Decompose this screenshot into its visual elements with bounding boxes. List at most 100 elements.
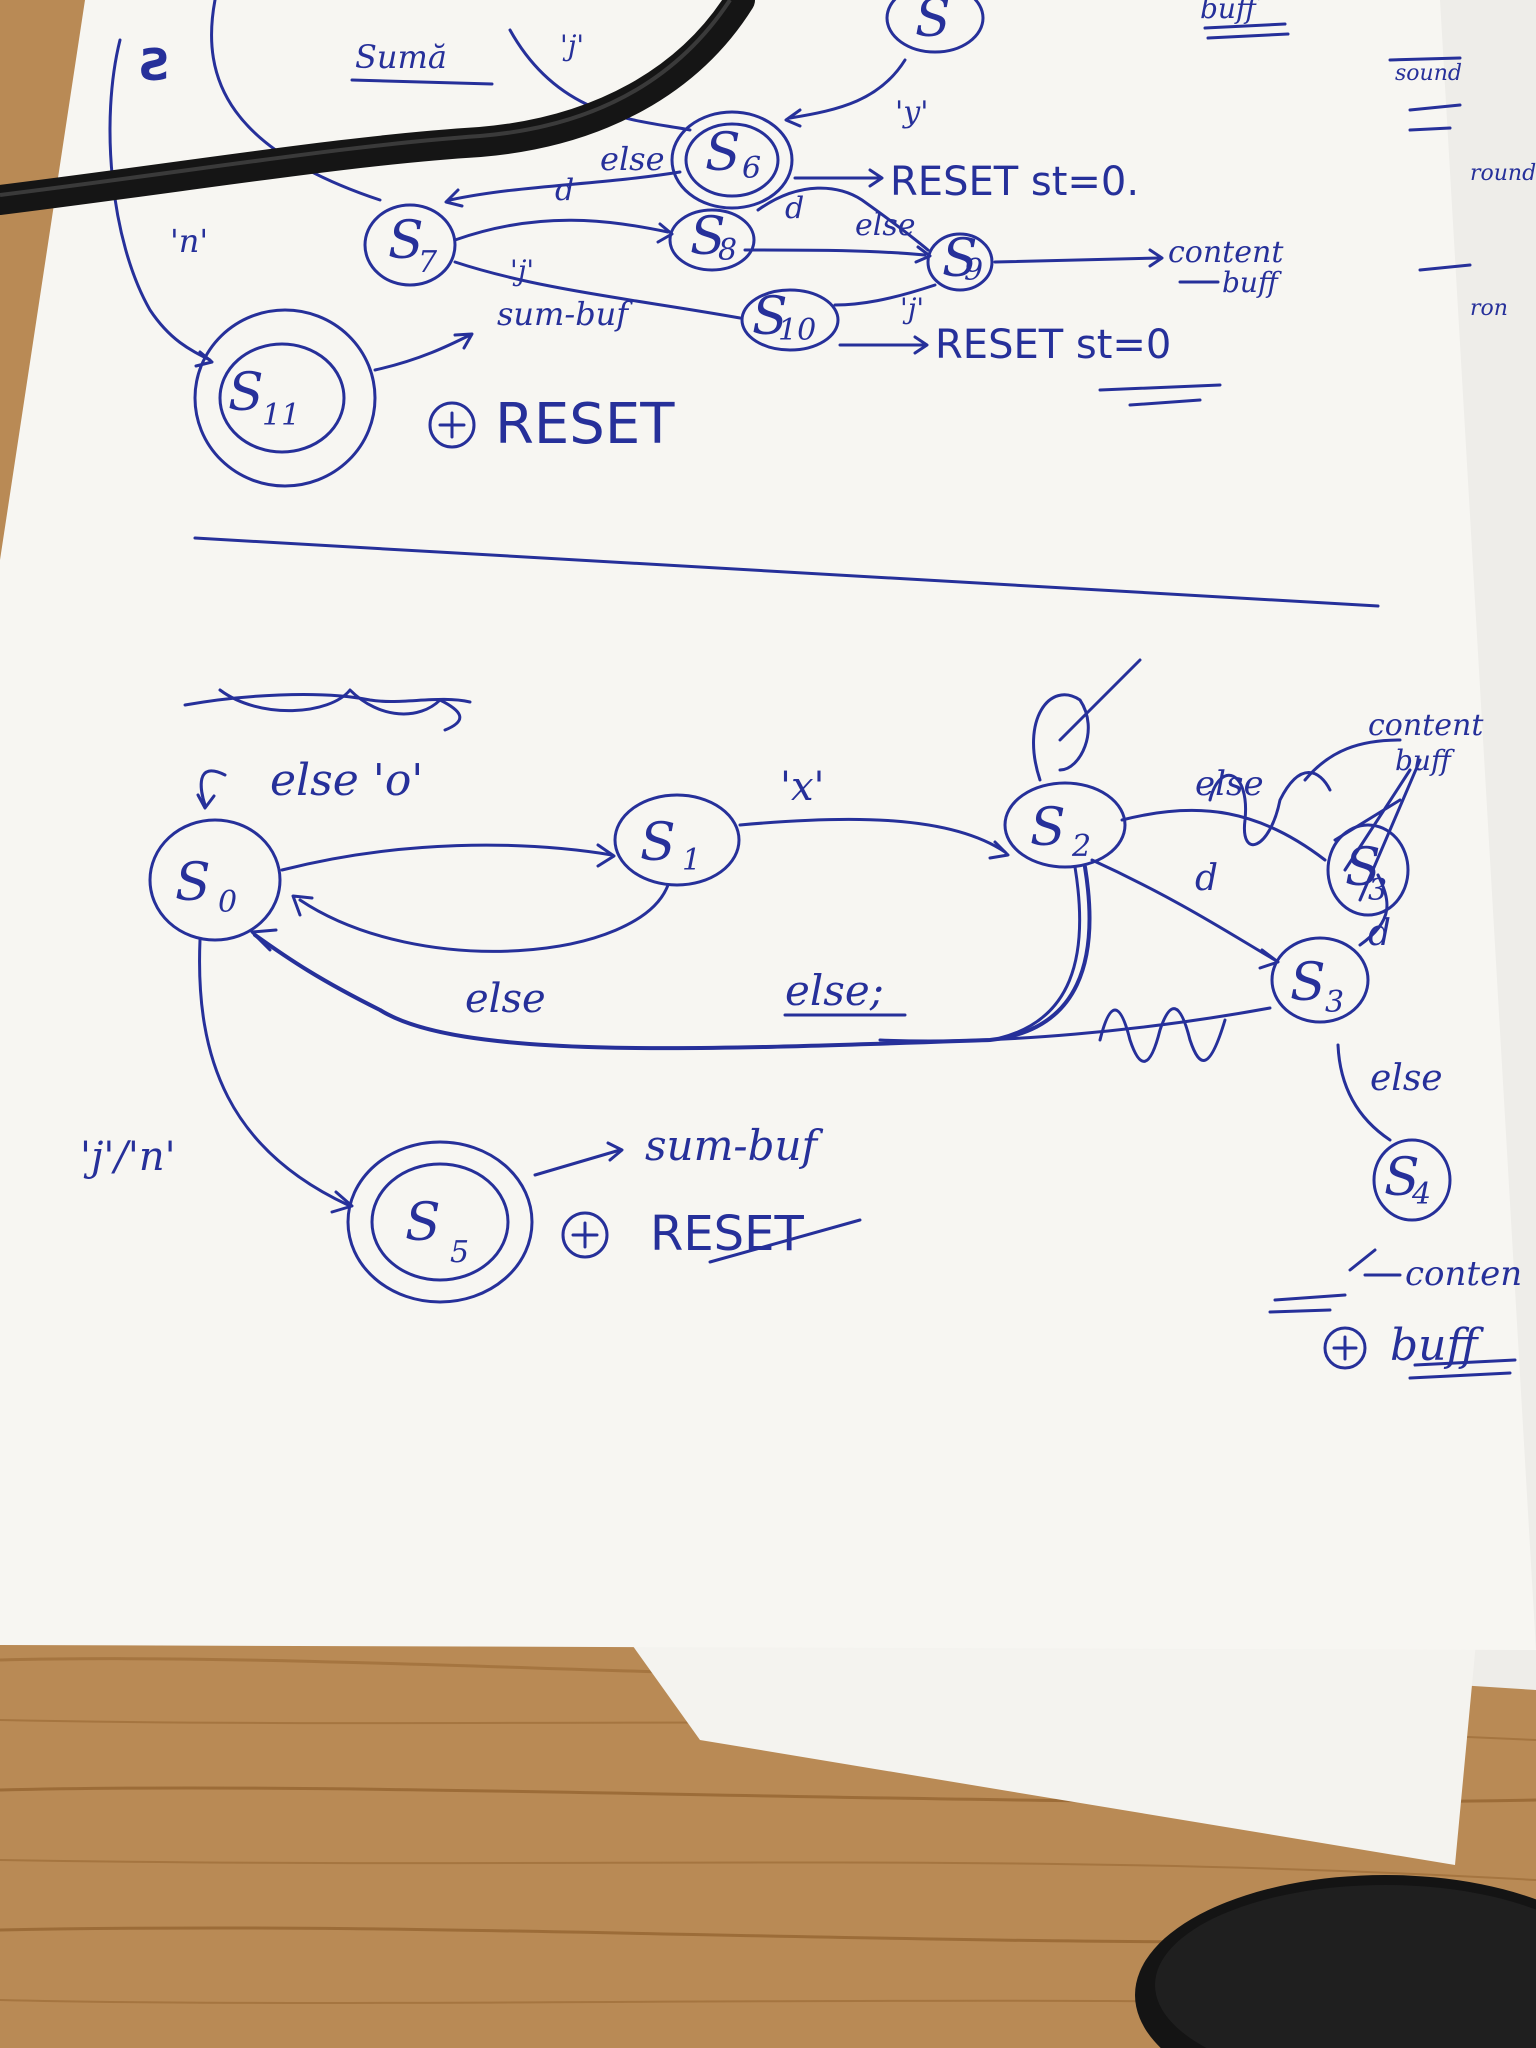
arrowhead-s6 xyxy=(784,108,802,128)
plus-circle-icon xyxy=(428,401,476,449)
edge-s9-s10 xyxy=(833,283,937,307)
label-suma: Sumă xyxy=(355,38,447,76)
label-reset-st-top: RESET st=0. xyxy=(890,159,1139,205)
arrowhead-s7 xyxy=(444,188,464,208)
svg-text:6: 6 xyxy=(742,151,761,186)
arrowhead-self-loop xyxy=(196,793,216,810)
label-j-mid: 'j' xyxy=(510,254,534,287)
arrow-content-s2 xyxy=(1303,738,1402,782)
svg-text:S: S xyxy=(1030,798,1066,858)
svg-text:S: S xyxy=(228,363,264,423)
edge-s6-else-s9 xyxy=(756,186,930,252)
label-d-mid: d xyxy=(1195,858,1218,899)
svg-text:5: 5 xyxy=(450,1235,469,1270)
state-s7: S 7 xyxy=(363,203,457,287)
side-note-3: ron xyxy=(1470,296,1508,321)
state-s11: S 11 xyxy=(193,308,377,488)
edge-s3u-d-s3 xyxy=(1358,873,1389,947)
label-d-right: d xyxy=(1368,913,1391,954)
arrowhead-s11 xyxy=(194,350,214,368)
edge-s1-else-s0 xyxy=(298,883,670,953)
self-loop-s0 xyxy=(199,769,227,807)
edge-s11-out xyxy=(373,333,472,372)
arrowhead-s1-back xyxy=(291,894,314,917)
label-y: 'y' xyxy=(895,95,928,130)
arrowhead-reset-top xyxy=(868,168,884,188)
top-fragment: S S 6 S 7 S 8 S 9 S 10 xyxy=(108,0,1536,488)
scribble-right xyxy=(1208,771,1332,847)
underline-reset xyxy=(708,1218,862,1264)
label-buff-corner: buff xyxy=(1200,0,1260,25)
svg-text:1: 1 xyxy=(682,843,701,878)
edge-s2-else-s3u xyxy=(1120,808,1327,862)
label-content-top: content xyxy=(1168,235,1284,270)
label-reset-st-bottom: RESET st=0 xyxy=(935,322,1171,368)
label-j-low: 'j' xyxy=(900,292,924,325)
state-s4: S 4 xyxy=(1372,1138,1452,1222)
state-s0: S 0 xyxy=(148,818,282,942)
label-reset-plus-top: RESET xyxy=(495,392,675,457)
svg-text:S: S xyxy=(175,853,211,913)
edge-s3-else-s4 xyxy=(1336,1043,1392,1142)
edge-s0-s1 xyxy=(280,843,614,872)
edge-s0-jn-s5 xyxy=(198,938,350,1207)
arrowhead-content-top xyxy=(1148,248,1164,268)
arrowhead-s3 xyxy=(1258,948,1280,970)
state-s1: S 1 xyxy=(613,793,741,887)
svg-text:S: S xyxy=(752,287,788,347)
label-d-b: d xyxy=(785,191,804,226)
state-s8: S 8 xyxy=(668,207,756,272)
label-else-s2: else xyxy=(1195,764,1264,804)
edge-s7-j-s10 xyxy=(453,260,742,320)
black-cable xyxy=(0,0,755,215)
label-buff-s4: buff xyxy=(1390,1320,1485,1371)
state-s9: S 9 xyxy=(926,229,994,292)
state-s5: S 5 xyxy=(346,1140,534,1304)
arrowhead-s5 xyxy=(330,1190,354,1214)
svg-text:S: S xyxy=(690,207,726,267)
svg-text:S: S xyxy=(1290,953,1326,1013)
edge-top-s-to-s6 xyxy=(788,58,907,120)
main-diagram: S 0 S 1 S 2 S 3 S 3 S xyxy=(80,658,1522,1380)
svg-text:2: 2 xyxy=(1071,829,1091,864)
edge-s7-d-s8 xyxy=(453,218,670,242)
svg-text:S: S xyxy=(405,1193,441,1253)
side-note-2: round xyxy=(1470,161,1536,186)
svg-text:0: 0 xyxy=(218,885,237,920)
plus-circle-icon-s4 xyxy=(1323,1326,1367,1370)
arrowhead-s9 xyxy=(914,245,932,264)
state-s2: S 2 xyxy=(1003,781,1127,869)
edge-s6-else-s7 xyxy=(448,170,682,202)
arrowhead-s2 xyxy=(988,840,1010,860)
state-s3: S 3 xyxy=(1270,936,1370,1024)
arrowhead-s1 xyxy=(596,843,616,868)
scribble-squiggle xyxy=(1098,1007,1227,1063)
label-buff-s2: buff xyxy=(1395,744,1455,777)
svg-text:10: 10 xyxy=(778,313,816,348)
label-buff-top-arrow: buff xyxy=(1222,266,1282,299)
arrowhead-sum-buf xyxy=(606,1141,624,1162)
edge-s8-s9 xyxy=(743,248,927,257)
scribble-s2-top xyxy=(1032,658,1142,782)
label-reset: RESET xyxy=(650,1206,804,1262)
label-else-right: else xyxy=(1370,1058,1443,1099)
black-object xyxy=(1135,1875,1536,2048)
state-s-top xyxy=(885,0,985,54)
label-x: 'x' xyxy=(780,764,825,810)
label-jn: 'j'/'n' xyxy=(80,1134,176,1180)
edge-s3-to-long xyxy=(878,1006,1272,1043)
svg-text:S: S xyxy=(1384,1148,1420,1208)
edge-s2-else-s0 xyxy=(253,865,1092,1051)
svg-text:4: 4 xyxy=(1411,1177,1431,1212)
svg-text:11: 11 xyxy=(262,398,300,433)
label-else-o: else 'o' xyxy=(270,755,423,806)
state-s3-upper: S 3 xyxy=(1326,758,1422,917)
side-note-1: sound xyxy=(1395,61,1462,86)
arrow-content-top xyxy=(993,256,1162,264)
edge-s2-d-s3 xyxy=(1090,858,1277,962)
edge-s2-else-s0-double xyxy=(998,865,1082,1040)
plus-circle-icon-main xyxy=(561,1211,609,1259)
svg-text:S: S xyxy=(640,813,676,873)
svg-text:S: S xyxy=(705,123,741,183)
